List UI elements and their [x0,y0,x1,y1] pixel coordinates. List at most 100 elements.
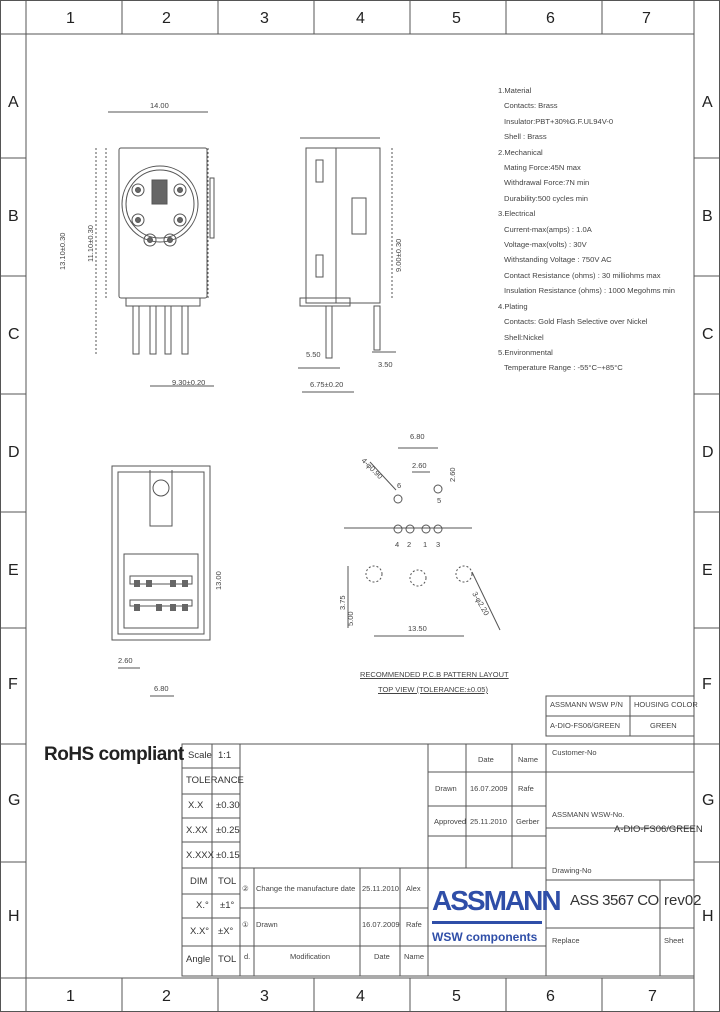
spec-heading: 3.Electrical [498,209,536,219]
approved-date: 25.11.2010 [470,817,507,826]
approval-date-header: Date [478,755,494,764]
row-label-d: D [8,444,20,461]
sheet-label: Sheet [664,936,684,945]
spec-heading: 4.Plating [498,301,528,311]
tol-value: ±0.15 [216,850,240,861]
col-label-2: 2 [162,10,171,27]
drawn-name: Rafe [518,784,534,793]
dim-side-b: 3.50 [378,360,393,369]
row-label-d-right: D [702,444,714,461]
side-view [298,137,396,393]
spec-line: Temperature Range : -55°C~+85°C [504,363,623,373]
dim-top-b: 6.80 [154,684,169,693]
row-label-g-right: G [702,792,715,809]
part-value-color: GREEN [650,721,677,730]
col-label-7: 7 [642,10,651,27]
dim-pcb-e: 3.75 [338,595,347,610]
spec-line: Durability:500 cycles min [504,193,588,203]
pin-label-3: 3 [436,540,441,549]
col-label-6-bottom: 6 [546,988,555,1005]
pcb-pattern [344,447,501,637]
col-label-4: 4 [356,10,365,27]
col-label-5: 5 [452,10,461,27]
front-view [95,111,215,387]
spec-heading: 2.Mechanical [498,147,543,157]
approved-label: Approved [434,817,467,826]
dim-pcb-b: 2.60 [412,461,427,470]
row-label-a: A [8,94,19,111]
pin-label-5: 5 [437,496,442,505]
row-label-e-right: E [702,562,713,579]
dim-label: DIM [190,876,208,887]
approved-name: Gerber [516,817,540,826]
col-label-4-bottom: 4 [356,988,365,1005]
angle-value: ±X° [218,926,234,937]
spec-line: Mating Force:45N max [504,163,581,173]
angle-key: X.X° [190,926,210,937]
logo-subtext: WSW components [432,930,538,944]
dim-front-height-a: 13.10±0.30 [58,232,67,270]
col-label-2-bottom: 2 [162,988,171,1005]
spec-line: Insulator:PBT+30%G.F.UL94V-0 [504,116,614,126]
spec-line: Shell : Brass [504,132,547,142]
col-label-6: 6 [546,10,555,27]
drawing-no-label: Drawing-No [552,866,592,875]
angle-key: X.° [196,900,209,911]
pin-label-6: 6 [397,481,402,490]
row-label-h-right: H [702,908,714,925]
col-label-1: 1 [66,10,75,27]
tol-key: X.XX [186,825,208,836]
spec-line: Contact Resistance (ohms) : 30 milliohms… [504,270,661,280]
spec-line: Voltage-max(volts) : 30V [504,240,587,250]
customer-no-label: Customer-No [552,748,597,757]
top-view [111,465,211,697]
pin-label-1: 1 [423,540,428,549]
col-label-1-bottom: 1 [66,988,75,1005]
col-label-5-bottom: 5 [452,988,461,1005]
part-header-color: HOUSING COLOR [634,700,698,709]
tol-key: X.XXX [186,850,214,861]
angle-value: ±1° [220,900,235,911]
rohs-label: RoHS compliant [44,744,184,765]
pin-label-4: 4 [395,540,400,549]
row-label-a-right: A [702,94,713,111]
spec-heading: 1.Material [498,86,532,95]
angle-tol-label: TOL [218,954,237,965]
dim-pcb-f: 5.00 [346,611,355,626]
tol-value: ±0.25 [216,825,240,836]
dim-top-depth: 13.00 [214,571,223,590]
logo-text: ASSMANN [432,885,562,916]
dim-pcb-a: 6.80 [410,432,425,441]
mod-name: Alex [406,884,421,893]
row-label-f-right: F [702,676,712,693]
spec-line: Withdrawal Force:7N min [504,178,590,188]
mod-date: 25.11.2010 [362,884,399,893]
col-label-7-bottom: 7 [648,988,657,1005]
pin-label-2: 2 [407,540,412,549]
tol-value: ±0.30 [216,800,240,811]
scale-value: 1:1 [218,750,232,761]
assmann-no-label: ASSMANN WSW-No. [552,810,625,819]
row-label-e: E [8,562,19,579]
row-label-c-right: C [702,326,714,343]
assmann-logo: ASSMANN WSW components [430,885,562,947]
drawing-number: ASS 3567 CO [570,892,659,909]
dim-pcb-c: 2.60 [448,467,457,482]
spec-heading: 5.Environmental [498,347,553,357]
mod-header-date: Date [374,952,390,961]
row-label-f: F [8,676,18,693]
spec-line: Insulation Resistance (ohms) : 1000 Mego… [504,286,675,296]
material-spec: 1.Material Contacts: Brass Insulator:PBT… [498,83,675,376]
dim-front-height-b: 11.10±0.30 [86,225,95,262]
tol-key: X.X [188,800,204,811]
replace-label: Replace [552,936,580,945]
dim-front-width: 14.00 [150,101,169,110]
dim-top-a: 2.60 [118,656,133,665]
spec-line: Contacts: Brass [504,101,558,111]
logo-rule [432,921,542,924]
pcb-subtitle: TOP VIEW (TOLERANCE:±0.05) [378,685,488,694]
tol-label: TOL [218,876,237,887]
assmann-no: A-DIO-FS06/GREEN [614,824,703,835]
pcb-title: RECOMMENDED P.C.B PATTERN LAYOUT [360,670,509,679]
